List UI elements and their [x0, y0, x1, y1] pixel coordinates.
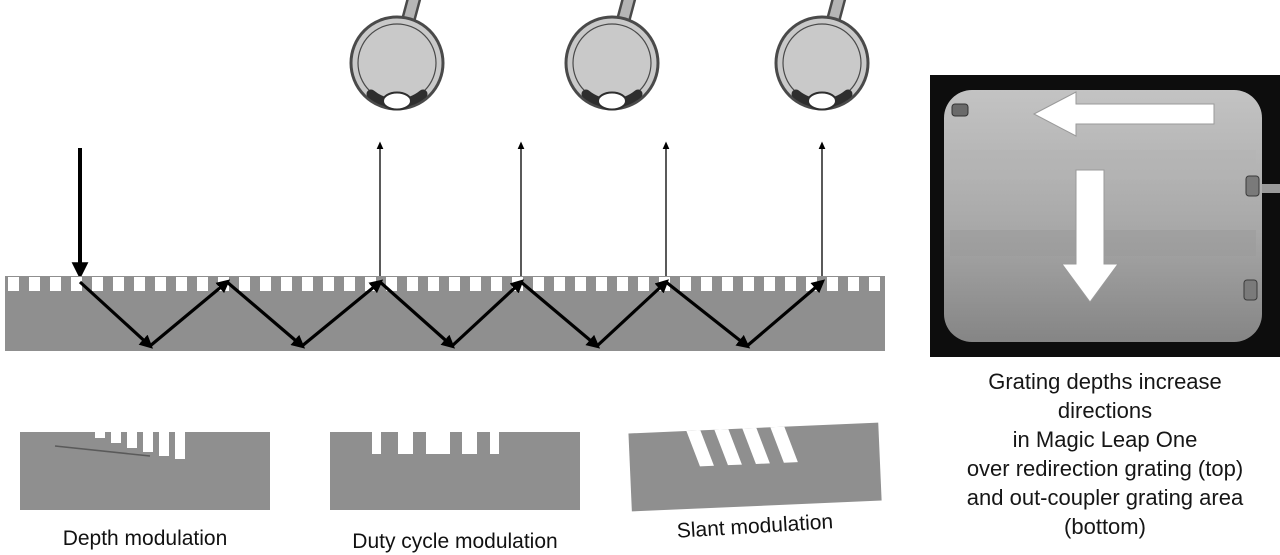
- eye-icon-middle: [566, 0, 658, 110]
- caption-line: directions: [1057, 398, 1153, 423]
- eye-icon-left: [351, 0, 443, 110]
- caption-line: (bottom): [1064, 514, 1146, 539]
- frame-clip: [1245, 175, 1260, 197]
- output-beam-arrows: [376, 141, 826, 280]
- connector-cable: [1262, 184, 1280, 193]
- magic-leap-photo: [930, 75, 1280, 357]
- caption-line: in Magic Leap One: [1012, 427, 1198, 452]
- surface-grating-teeth: [8, 277, 882, 291]
- tir-zigzag-arrows: [78, 279, 826, 349]
- caption-line: over redirection grating (top): [966, 456, 1244, 481]
- caption-line: and out-coupler grating area: [966, 485, 1244, 510]
- duty-cycle-modulation-block: [330, 432, 580, 510]
- slant-modulation-block: [628, 422, 882, 512]
- eye-icon-right: [776, 0, 868, 110]
- label-depth-modulation: Depth modulation: [62, 527, 228, 550]
- caption-line: Grating depths increase: [988, 369, 1222, 394]
- frame-clip: [1243, 279, 1258, 301]
- label-duty-cycle-modulation: Duty cycle modulation: [352, 530, 558, 553]
- depth-modulation-block: [20, 432, 270, 510]
- frame-clip: [951, 103, 969, 117]
- photo-caption: Grating depths increase directions in Ma…: [930, 367, 1280, 541]
- photo-left-arrow: [1032, 91, 1215, 137]
- photo-down-arrow: [1061, 169, 1119, 303]
